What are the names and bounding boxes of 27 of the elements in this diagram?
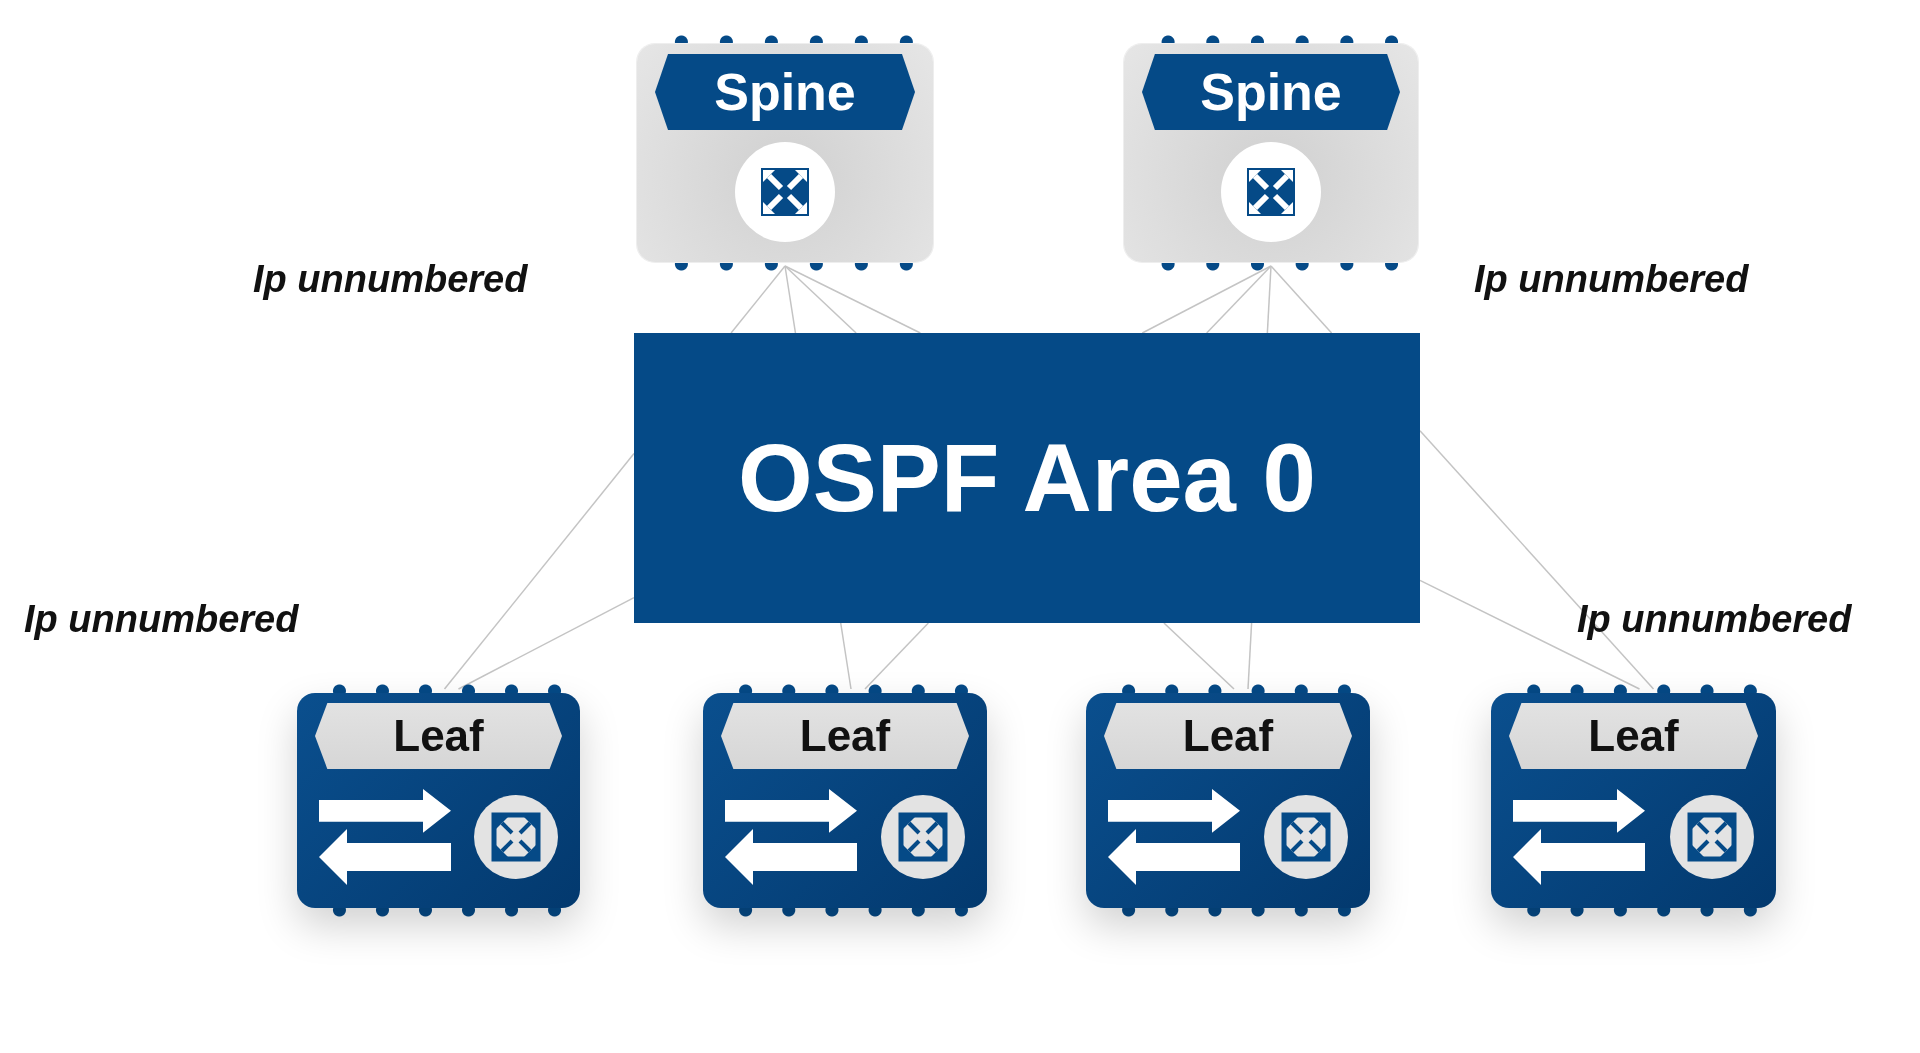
link-line (1270, 265, 1333, 334)
link-line (1266, 265, 1272, 334)
link-line (1141, 265, 1272, 334)
link-line (1205, 265, 1272, 334)
link-type-label: Ip unnumbered (24, 598, 299, 641)
area-box: OSPF Area 0 (634, 333, 1420, 623)
link-line (1419, 430, 1655, 690)
link-type-label: Ip unnumbered (253, 258, 528, 301)
link-line (784, 265, 857, 334)
link-line (730, 265, 786, 334)
name-banner: Leaf (1509, 703, 1758, 769)
name-banner: Spine (655, 54, 915, 130)
name-banner: Leaf (315, 703, 562, 769)
link-line (457, 596, 635, 690)
link-line (443, 452, 635, 690)
link-line (839, 622, 852, 690)
link-line (1419, 579, 1641, 690)
link-line (1247, 622, 1253, 690)
link-type-label: Ip unnumbered (1577, 598, 1852, 641)
name-banner: Leaf (1104, 703, 1352, 769)
name-banner: Spine (1142, 54, 1400, 130)
link-line (784, 265, 922, 334)
link-line (784, 265, 797, 334)
link-line (1163, 622, 1235, 690)
link-type-label: Ip unnumbered (1474, 258, 1749, 301)
link-line (864, 622, 930, 690)
name-banner: Leaf (721, 703, 969, 769)
